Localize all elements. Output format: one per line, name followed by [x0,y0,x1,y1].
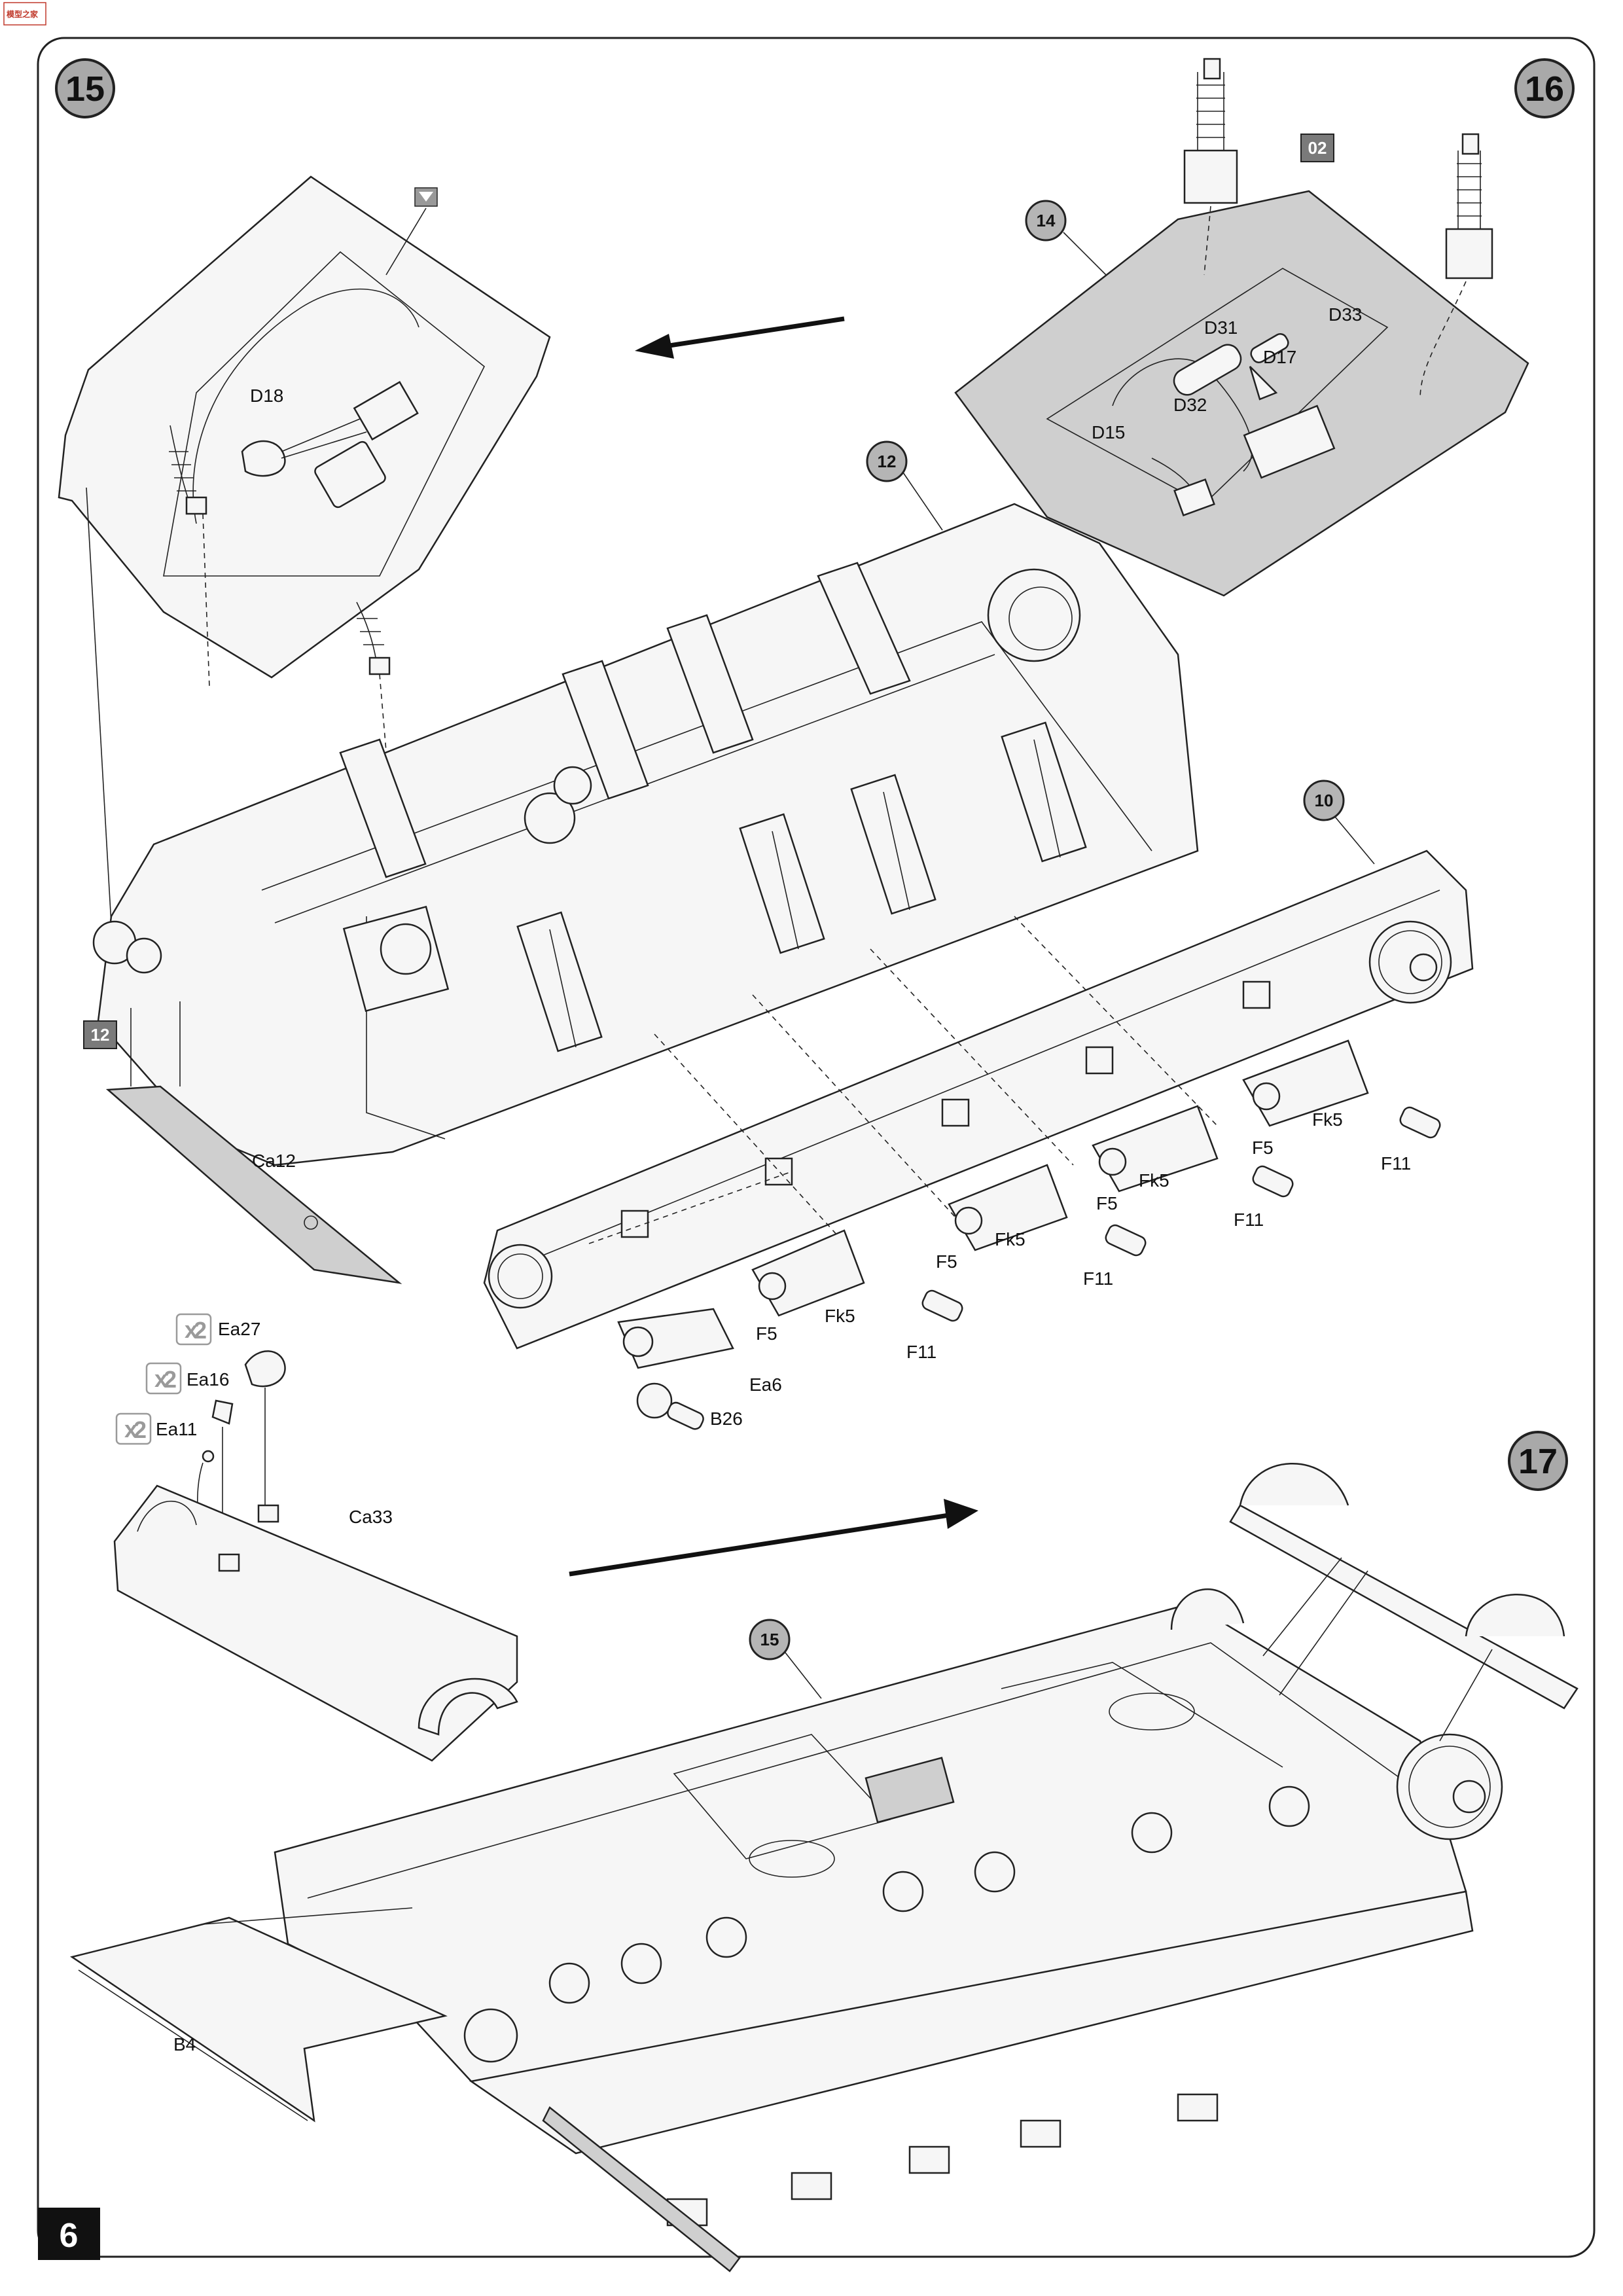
label-f11-c: F11 [1234,1210,1264,1230]
plate-ca12-drawing [105,1001,402,1284]
hull-12-drawing [92,503,1199,1166]
page-number-box: 6 [38,2208,100,2260]
rear-fender [1229,1504,1578,1710]
mult-ea16-value: 2 [164,1366,177,1393]
label-ca12: Ca12 [252,1151,296,1171]
ref-12-number: 12 [878,452,897,471]
plate-14-drawing [954,58,1529,597]
label-f11-b: F11 [1083,1268,1113,1289]
spring-left-16 [1183,58,1238,204]
hull-arms [463,1785,1310,2063]
ref-02-number: 02 [1308,138,1327,158]
hull-brackets [339,562,911,878]
spring-right-16 [1445,133,1493,279]
side-mounts [620,980,1271,1238]
ref-10-number: 10 [1315,791,1334,810]
direction-arrow-left [635,316,845,359]
label-f5-b: F5 [936,1251,957,1272]
ref-15-marker: 15 [749,1619,822,1699]
ca33-drawing [113,1484,518,1762]
mult-ea11-value: 2 [134,1416,147,1443]
spring-right-15 [356,601,391,675]
label-f11-d: F11 [1381,1153,1411,1174]
step-15-number: 15 [65,69,105,109]
label-f11-a: F11 [906,1342,936,1362]
label-fk5-b: Fk5 [995,1229,1026,1249]
spring-left-15 [169,425,207,515]
hull-assembled-drawing [274,1602,1503,2272]
label-ca33: Ca33 [349,1507,393,1527]
site-logo-text: 模型之家 [7,9,39,19]
suspension-arms [617,1039,1369,1369]
label-ea11: Ea11 [156,1419,197,1439]
label-d17: D17 [1263,347,1296,367]
step-16-number: 16 [1525,69,1564,109]
hull-top-plate-drawing [58,175,551,982]
mult-ea11-x: x [124,1416,137,1443]
hull-bottom-blocks [666,2093,1219,2227]
rear-fender-drawing [1170,1463,1578,1742]
plate-ca12 [105,1085,402,1284]
hull-springs [516,721,1087,1052]
mult-ea16-x: x [154,1365,168,1392]
idler-b26 [636,1382,704,1430]
label-ea16: Ea16 [187,1369,229,1390]
hull-top-plate [58,175,551,679]
page-number: 6 [60,2217,79,2255]
mult-ea11: x 2 [115,1412,152,1445]
label-d33: D33 [1329,304,1362,325]
label-d32: D32 [1173,395,1207,415]
fender-ca33 [113,1484,518,1762]
step-17-number: 17 [1518,1442,1558,1481]
label-d18: D18 [250,386,283,406]
page-frame [37,37,1596,2258]
label-d15: D15 [1092,422,1125,442]
label-f5-c: F5 [1096,1193,1118,1213]
step-17-marker: 17 [1508,1431,1568,1491]
mult-ea27-value: 2 [194,1317,207,1344]
label-f5-d: F5 [1252,1138,1274,1158]
step-16-marker: 16 [1514,58,1575,118]
side-plate-10 [483,850,1474,1350]
label-f5-a: F5 [756,1323,777,1344]
mult-ea27-x: x [185,1316,198,1343]
side-plate-10-drawing [483,850,1474,1350]
ref-12-marker: 12 [866,440,943,531]
label-fk5-c: Fk5 [1139,1170,1169,1191]
direction-arrow-right [569,1499,978,1577]
label-fk5-a: Fk5 [825,1306,855,1326]
label-ea6: Ea6 [749,1374,782,1395]
ref-10-marker: 10 [1303,780,1375,865]
small-parts-drawing [197,1350,286,1565]
label-d31: D31 [1204,317,1238,338]
ref-02-badge: 02 [1300,134,1334,162]
ref-14-number: 14 [1037,211,1056,230]
ref-14-marker: 14 [1025,200,1107,276]
ref-15-number: 15 [760,1630,779,1649]
axles-f11 [921,1106,1441,1322]
ref-12-plate-number: 12 [91,1025,110,1045]
label-fk5-d: Fk5 [1312,1109,1343,1130]
mult-ea27: x 2 [175,1313,212,1346]
step-15-marker: 15 [55,58,115,118]
label-ea27: Ea27 [218,1319,260,1339]
label-b26: B26 [710,1408,743,1429]
b4-drawing [69,1907,448,2123]
site-logo: 模型之家 [3,2,46,26]
plate-14 [954,190,1529,597]
label-b4: B4 [173,2034,196,2054]
mult-ea16: x 2 [145,1362,182,1395]
ref-12-plate-badge: 12 [83,1020,117,1049]
